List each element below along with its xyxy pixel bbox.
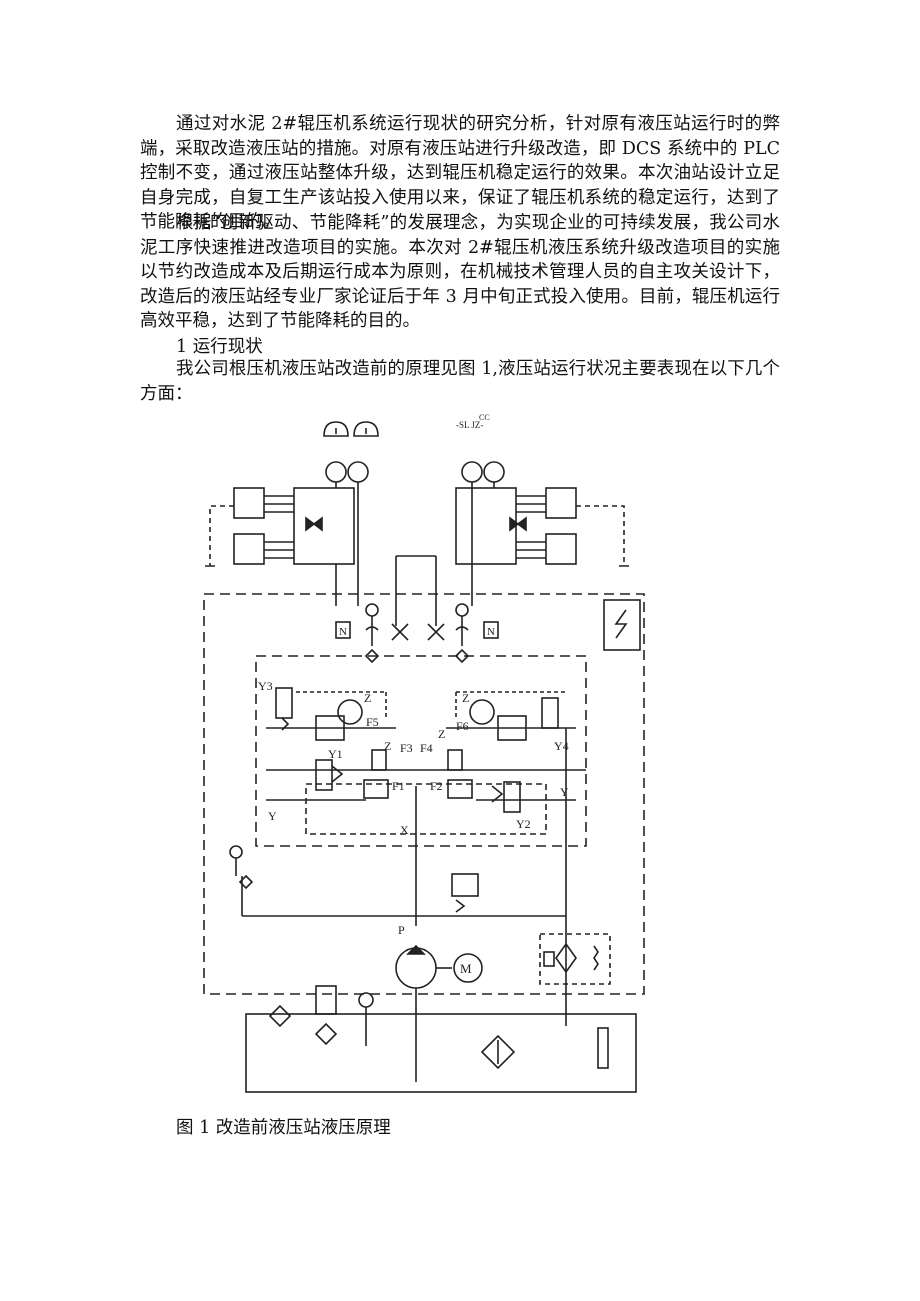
valve-y1-f1 (315, 759, 389, 799)
electric-motor (453, 953, 483, 983)
label-y3: Y3 (258, 679, 273, 693)
label-x: X (400, 823, 409, 837)
oil-reservoir (245, 1013, 637, 1093)
relief-valve-main (451, 873, 479, 897)
outer-enclosure (203, 593, 645, 995)
left-drain-line (204, 505, 234, 567)
label-z1: Z (364, 691, 371, 705)
gauge-left (229, 845, 243, 859)
filter-symbol (555, 942, 577, 974)
filter-cooler-block (539, 933, 611, 985)
valve-y3-f5 (266, 687, 396, 741)
electrical-box (603, 599, 641, 651)
level-switch (315, 985, 337, 1015)
filter-indicator (543, 951, 555, 967)
level-gauge (597, 1027, 609, 1069)
paragraph-3: 我公司根压机液压站改造前的原理见图 1,液压站运行状况主要表现在以下几个方面： (140, 359, 780, 404)
label-m: M (460, 961, 472, 976)
electric-symbol (614, 609, 628, 639)
bypass-spring (593, 945, 599, 971)
label-n2: N (487, 626, 495, 638)
label-f2: F2 (430, 779, 443, 793)
valve-f4-body (447, 749, 463, 771)
crossover-lines (395, 555, 437, 626)
label-y-right: Y (560, 785, 569, 799)
label-y1: Y1 (328, 747, 343, 761)
pressure-switch-left (335, 621, 351, 639)
pilot-dashed-area (305, 783, 547, 835)
upper-gauges (364, 603, 470, 664)
gauge-left-stem (235, 858, 254, 890)
label-f5: F5 (366, 715, 379, 729)
right-drain-line (576, 505, 630, 567)
top-label-1: -SL JZ- (456, 420, 483, 430)
top-label-2: CC (479, 413, 490, 422)
label-z3: Z (384, 739, 391, 753)
suction-strainer (480, 1034, 516, 1070)
section-heading: 1 运行现状 (176, 337, 263, 357)
valve-f3-body (371, 749, 387, 771)
left-cylinder-group (233, 461, 369, 606)
top-accumulator-symbols (323, 421, 379, 437)
label-f6: F6 (456, 719, 469, 733)
label-f4: F4 (420, 741, 433, 755)
right-cylinder-group (455, 461, 577, 606)
label-n1: N (339, 626, 347, 638)
paragraph-1: 通过对水泥 2#辊压机系统运行现状的研究分析，针对原有液压站运行时的弊端，采取改… (140, 114, 780, 232)
label-f1: F1 (392, 779, 405, 793)
label-p: P (398, 923, 405, 937)
label-y2: Y2 (516, 817, 531, 831)
hydraulic-schematic-figure: -SL JZ- CC (203, 413, 645, 1093)
thermometer (358, 992, 374, 1008)
figure-caption: 图 1 改造前液压站液压原理 (176, 1118, 391, 1138)
relief-valve-spring (455, 899, 466, 913)
air-breather (268, 1004, 292, 1028)
label-z2: Z (462, 691, 469, 705)
manifold-block (255, 655, 587, 847)
pressure-switch-right (483, 621, 499, 639)
paragraph-2: 根据“创新驱动、节能降耗”的发展理念，为实现企业的可持续发展，我公司水泥工序快速… (140, 213, 780, 331)
label-y-left: Y (268, 809, 277, 823)
pump-arrow (406, 944, 426, 955)
valve-y4-f6 (446, 691, 576, 741)
label-f3: F3 (400, 741, 413, 755)
heater-symbol (314, 1022, 338, 1046)
label-z4: Z (438, 727, 445, 741)
label-y4: Y4 (554, 739, 569, 753)
